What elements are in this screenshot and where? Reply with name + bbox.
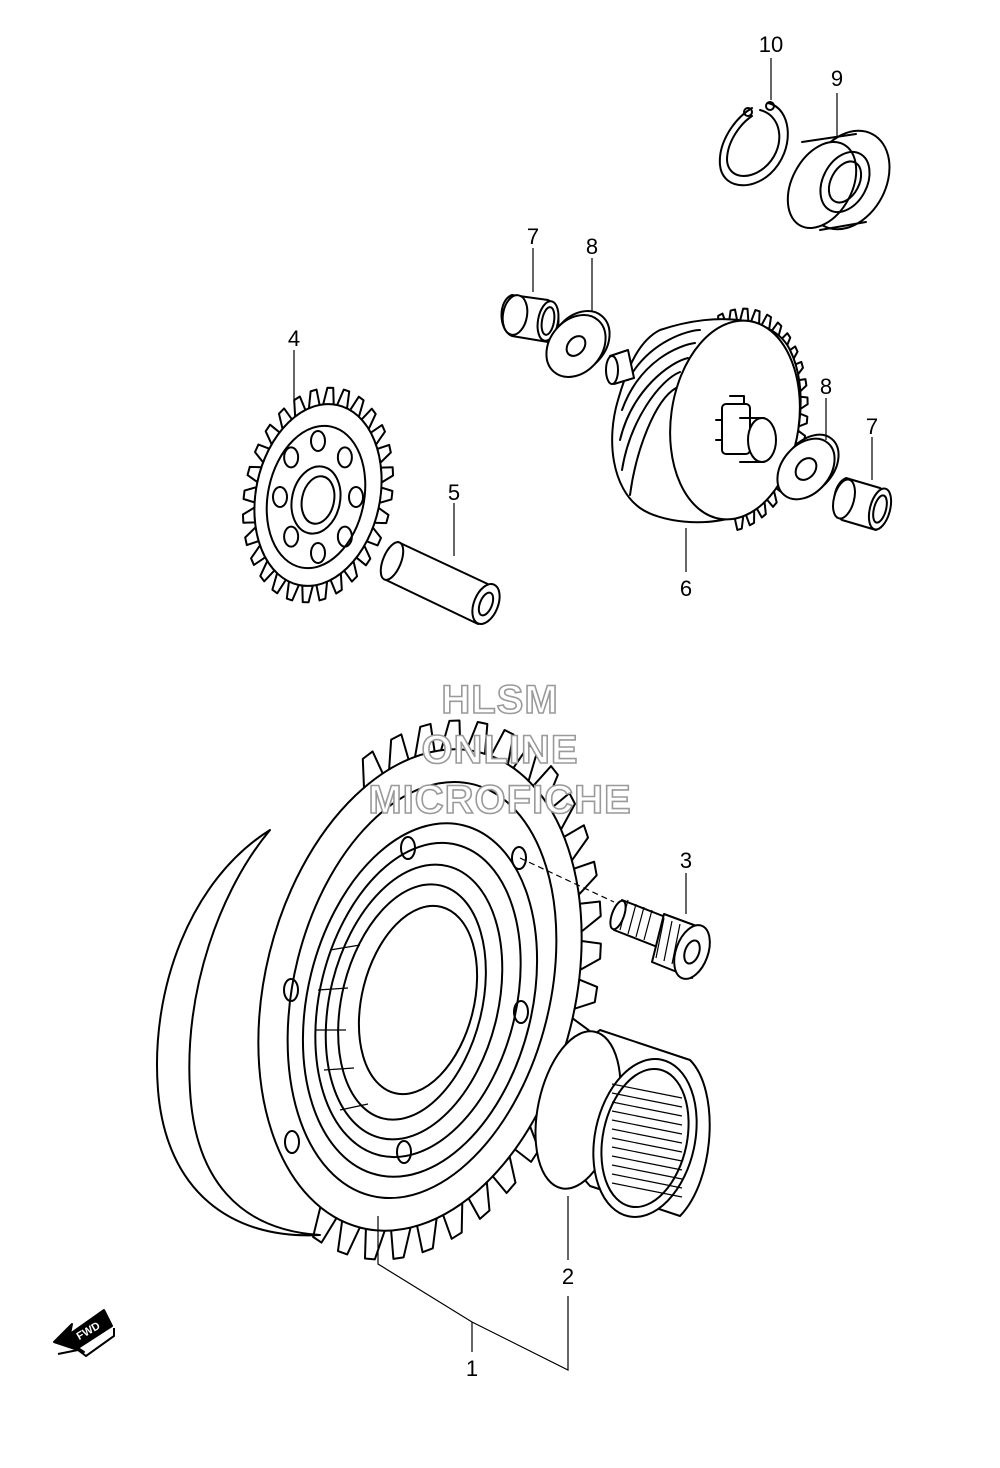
callout-5: 5 [448, 480, 460, 505]
gear-hole [310, 542, 326, 564]
callout-10: 10 [759, 32, 783, 57]
gear-hole [336, 525, 353, 548]
clutch-assembly-part-6 [605, 307, 809, 531]
leader-lines [293, 58, 873, 1371]
gear-hole [283, 525, 300, 548]
callout-7-lower: 7 [866, 414, 878, 439]
needle-roller [611, 1173, 683, 1189]
needle-bearing-part-2 [534, 1029, 711, 1218]
bushing-part-7-lower [832, 477, 893, 531]
callout-6: 6 [680, 576, 692, 601]
callout-8-upper: 8 [586, 234, 598, 259]
gear-hole [336, 446, 353, 469]
gear-tooth [578, 900, 602, 933]
needle-roller [611, 1164, 683, 1180]
gear-hole [283, 446, 300, 469]
gear-tooth [390, 1226, 412, 1260]
needle-roller [611, 1119, 683, 1135]
needle-roller [611, 1128, 683, 1144]
bearing-part-9 [786, 129, 891, 231]
needle-roller [611, 1155, 683, 1171]
needle-roller [611, 1092, 683, 1108]
gear-part-4 [241, 386, 395, 604]
needle-roller [611, 1083, 683, 1099]
watermark-line-1: HLSM [441, 677, 559, 723]
needle-roller [611, 1110, 683, 1126]
needle-roller [611, 1146, 683, 1162]
fwd-arrow-icon: FWD [53, 1309, 115, 1358]
circlip-part-10 [718, 101, 789, 187]
bolt-part-3 [609, 899, 711, 980]
needle-roller [611, 1137, 683, 1153]
needle-roller [611, 1101, 683, 1117]
gear-hole [310, 430, 326, 452]
gear-hole [272, 486, 288, 508]
callout-4: 4 [288, 326, 300, 351]
callout-9: 9 [831, 66, 843, 91]
gear-hole [348, 486, 364, 508]
shaft-part-5 [379, 541, 501, 625]
washer-part-8-lower [776, 433, 840, 501]
callout-7-upper: 7 [527, 224, 539, 249]
callout-2: 2 [562, 1264, 574, 1289]
callout-1: 1 [466, 1356, 478, 1381]
watermark-line-3: MICROFICHE [368, 777, 632, 823]
washer-part-8-upper [545, 310, 611, 378]
gear-tooth [739, 307, 750, 322]
gear-tooth [301, 584, 314, 604]
gear-tooth [363, 1227, 386, 1261]
callout-8-lower: 8 [820, 374, 832, 399]
needle-roller [611, 1182, 683, 1198]
watermark-line-2: ONLINE [421, 727, 579, 773]
gear-tooth [579, 939, 602, 971]
gear-tooth [322, 386, 335, 406]
callout-3: 3 [680, 848, 692, 873]
callout-numbers: 10 9 7 8 4 5 8 7 6 3 2 1 [288, 32, 878, 1381]
